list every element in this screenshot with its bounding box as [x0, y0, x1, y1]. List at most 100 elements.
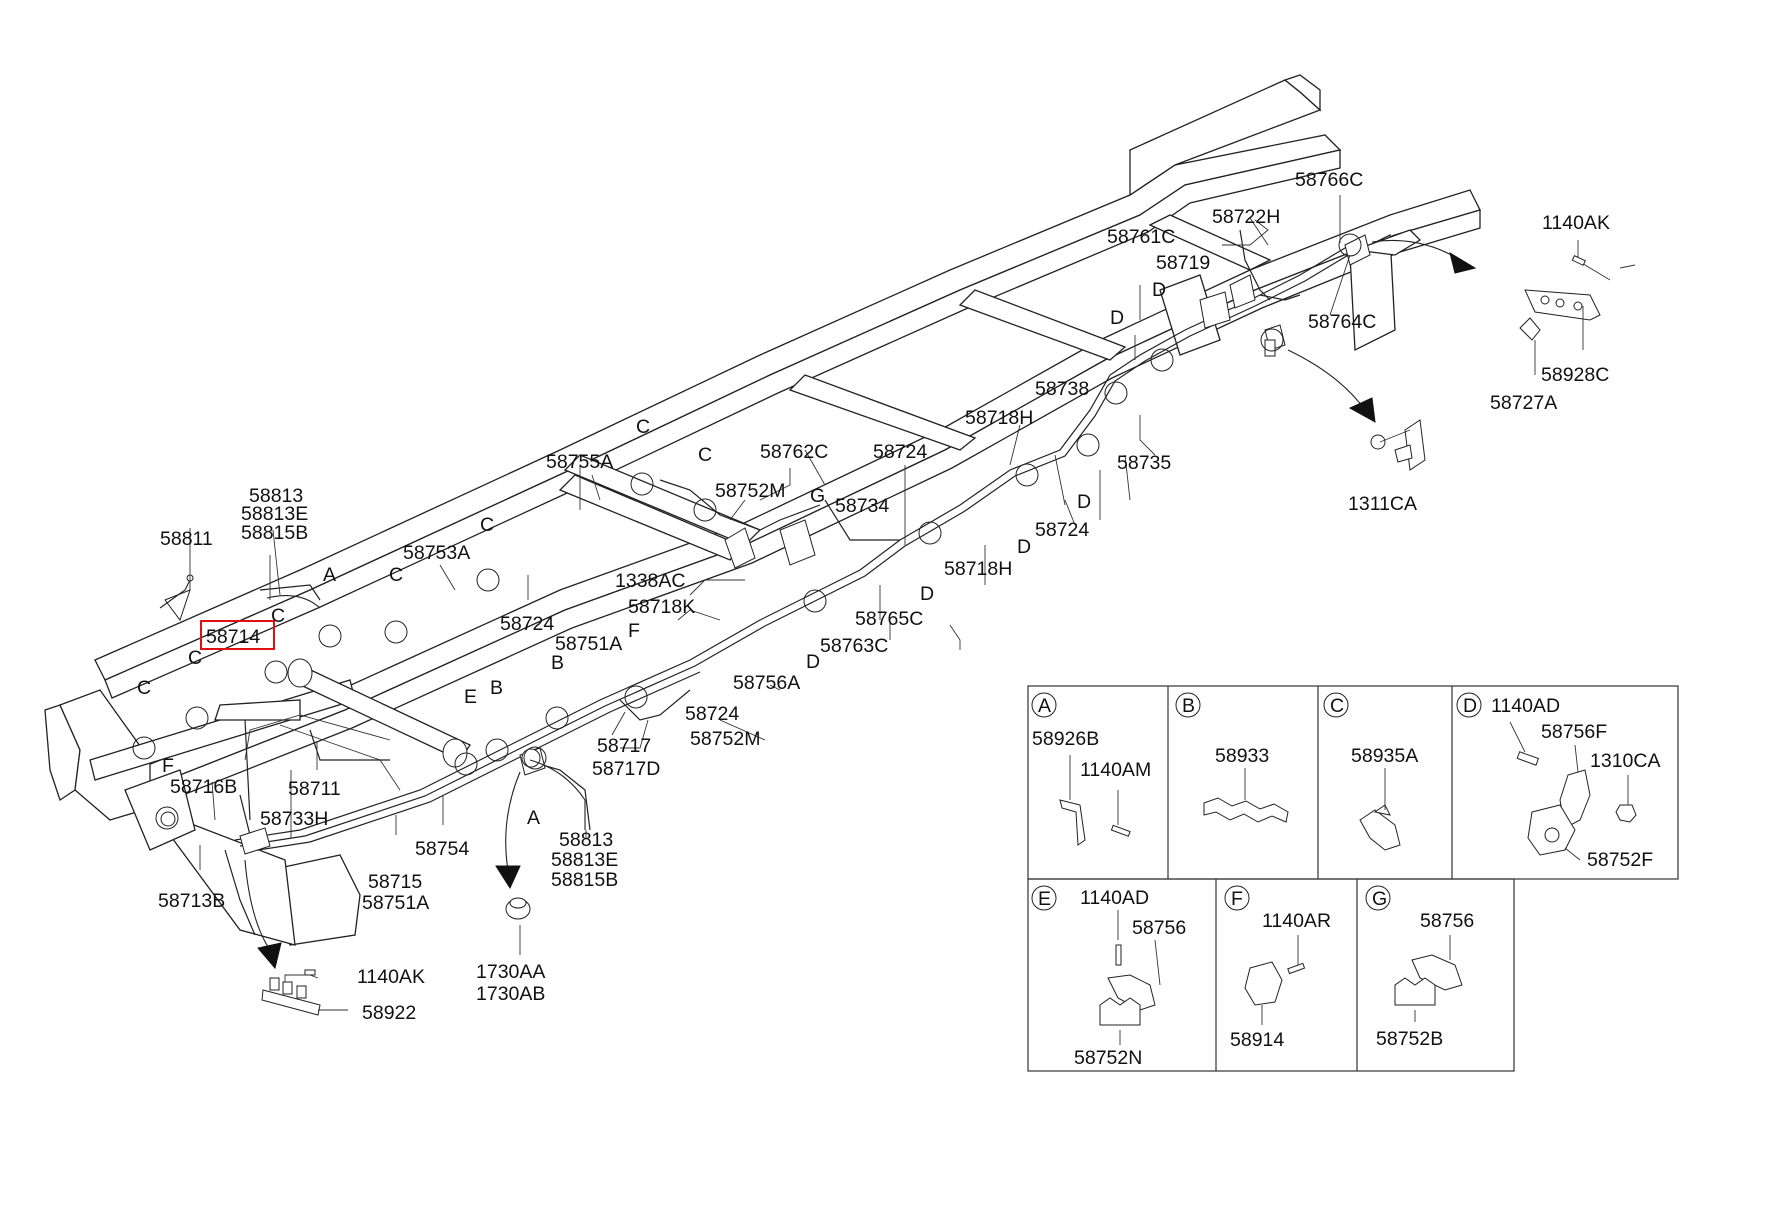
- legend-part: 58752B: [1376, 1028, 1443, 1050]
- legend-cell-G: G 58756 58752B: [1365, 885, 1474, 1050]
- exploded-parts: [159, 254, 1611, 1016]
- legend-cell-A: A 58926B 1140AM: [1031, 692, 1151, 846]
- legend-part: 1140AD: [1491, 695, 1560, 717]
- callout-E: E: [464, 686, 477, 708]
- callout-D: D: [1152, 279, 1166, 301]
- legend-cell-C: C 58935A: [1323, 692, 1418, 851]
- callout-A: A: [527, 807, 540, 829]
- legend-cell-E: E 1140AD 58756 58752N: [1031, 885, 1186, 1069]
- legend-part: 58914: [1230, 1029, 1284, 1051]
- label-58813-a: 58813: [249, 485, 303, 507]
- callout-C: C: [698, 444, 712, 466]
- chassis-frame: [44, 74, 1481, 946]
- label-58815B-b: 58815B: [551, 869, 618, 891]
- label-58734: 58734: [835, 495, 889, 517]
- label-58716B: 58716B: [170, 776, 237, 798]
- label-58755A: 58755A: [546, 451, 613, 473]
- label-58763C: 58763C: [820, 635, 888, 657]
- label-58718H-a: 58718H: [965, 407, 1033, 429]
- legend-letter-G: G: [1372, 888, 1387, 910]
- label-58719: 58719: [1156, 252, 1210, 274]
- callout-letters: A C C C C C C C G D D D D D D F F B B E …: [137, 279, 1166, 829]
- callout-C: C: [188, 647, 202, 669]
- legend-letter-D: D: [1463, 695, 1477, 717]
- legend-letter-B: B: [1182, 695, 1195, 717]
- label-58753A: 58753A: [403, 542, 470, 564]
- brake-pipes: [160, 229, 1371, 936]
- callout-C: C: [480, 514, 494, 536]
- callout-B: B: [490, 677, 503, 699]
- label-58715: 58715: [368, 871, 422, 893]
- legend-part: 1140AR: [1262, 910, 1331, 932]
- label-58724-a: 58724: [873, 441, 927, 463]
- legend-letter-F: F: [1231, 888, 1243, 910]
- legend-letter-C: C: [1330, 695, 1344, 717]
- legend-table: A 58926B 1140AM B 58933 C 58935A: [1027, 685, 1679, 1072]
- label-58762C: 58762C: [760, 441, 828, 463]
- legend-cell-F: F 1140AR 58914: [1224, 885, 1331, 1051]
- label-58718K: 58718K: [628, 596, 695, 618]
- label-58813E-a: 58813E: [241, 503, 308, 525]
- callout-C: C: [271, 605, 285, 627]
- label-58751A-b: 58751A: [362, 892, 429, 914]
- label-1338AC: 1338AC: [615, 570, 685, 592]
- label-58815B-a: 58815B: [241, 522, 308, 544]
- label-58718H-b: 58718H: [944, 558, 1012, 580]
- label-1730AB: 1730AB: [476, 983, 545, 1005]
- label-58751A-a: 58751A: [555, 633, 622, 655]
- callout-D: D: [1077, 491, 1091, 513]
- label-1311CA: 1311CA: [1348, 493, 1417, 515]
- label-1730AA: 1730AA: [476, 961, 545, 983]
- label-58733H: 58733H: [260, 808, 328, 830]
- callout-B: B: [551, 652, 564, 674]
- label-58811: 58811: [160, 528, 213, 550]
- legend-letter-E: E: [1038, 888, 1051, 910]
- label-58717D: 58717D: [592, 758, 660, 780]
- callout-G: G: [810, 485, 825, 507]
- legend-part: 58756: [1420, 910, 1474, 932]
- label-58724-c: 58724: [500, 613, 554, 635]
- legend-part: 58926B: [1032, 728, 1099, 750]
- label-58756A: 58756A: [733, 672, 800, 694]
- legend-part: 1140AM: [1080, 759, 1151, 781]
- callout-F: F: [628, 620, 640, 642]
- label-58761C: 58761C: [1107, 226, 1175, 248]
- label-1140AK-bot: 1140AK: [357, 966, 425, 988]
- label-58714: 58714: [206, 626, 260, 648]
- callout-C: C: [137, 677, 151, 699]
- callout-D: D: [1017, 536, 1031, 558]
- label-58752M-b: 58752M: [690, 728, 760, 750]
- label-58724-b: 58724: [1035, 519, 1089, 541]
- label-58735: 58735: [1117, 452, 1171, 474]
- detail-arrows: [244, 239, 1477, 970]
- legend-letter-A: A: [1038, 695, 1051, 717]
- label-58752M-a: 58752M: [715, 480, 785, 502]
- label-58765C: 58765C: [855, 608, 923, 630]
- label-58922: 58922: [362, 1002, 416, 1024]
- callout-circles: [132, 233, 1362, 830]
- callout-C: C: [636, 416, 650, 438]
- label-58813E-b: 58813E: [551, 849, 618, 871]
- legend-part: 58935A: [1351, 745, 1418, 767]
- legend-part: 1310CA: [1590, 750, 1660, 772]
- label-58928C: 58928C: [1541, 364, 1609, 386]
- label-58724-d: 58724: [685, 703, 739, 725]
- part-labels: 58766C 1140AK 58722H 58761C 58719 58764C…: [158, 169, 1610, 1024]
- label-58722H: 58722H: [1212, 206, 1280, 228]
- leader-lines: [189, 195, 1636, 1011]
- legend-part: 58752N: [1074, 1047, 1142, 1069]
- callout-C: C: [389, 564, 403, 586]
- label-58713B: 58713B: [158, 890, 225, 912]
- legend-part: 1140AD: [1080, 887, 1149, 909]
- highlight-58714: [200, 620, 275, 650]
- legend-cell-D: D 1140AD 58756F 1310CA 58752F: [1456, 692, 1660, 871]
- callout-F: F: [162, 755, 174, 777]
- legend-part: 58756F: [1541, 721, 1607, 743]
- label-58717: 58717: [597, 735, 651, 757]
- label-58738: 58738: [1035, 378, 1089, 400]
- callout-A: A: [323, 564, 336, 586]
- callout-D: D: [1110, 307, 1124, 329]
- label-58727A: 58727A: [1490, 392, 1557, 414]
- label-58764C: 58764C: [1308, 311, 1376, 333]
